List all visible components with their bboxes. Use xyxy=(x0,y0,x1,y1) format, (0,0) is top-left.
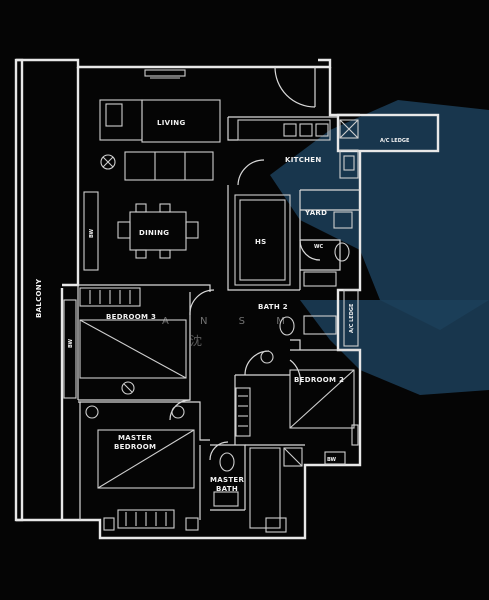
watermark-shape xyxy=(270,100,489,395)
label-bw-bedroom3: BW xyxy=(68,338,74,348)
label-hs: HS xyxy=(255,238,267,246)
label-bedroom2: BEDROOM 2 xyxy=(294,376,344,384)
label-bath2: BATH 2 xyxy=(258,303,288,311)
watermark: A N S M 沈 xyxy=(162,316,299,348)
label-bw-dining: BW xyxy=(89,228,95,238)
label-wc: WC xyxy=(314,244,324,250)
label-balcony: BALCONY xyxy=(35,278,43,318)
label-master-bedroom-2: BEDROOM xyxy=(114,443,156,451)
label-master-bath-2: BATH xyxy=(216,485,238,493)
label-master-bath-1: MASTER xyxy=(210,476,244,484)
watermark-letters: A N S M xyxy=(162,316,299,327)
label-kitchen: KITCHEN xyxy=(285,156,322,164)
label-dining: DINING xyxy=(139,229,169,237)
furniture xyxy=(63,69,359,533)
watermark-chinese: 沈 xyxy=(190,333,202,348)
label-living: LIVING xyxy=(157,119,186,127)
doors xyxy=(169,66,321,461)
label-bw-bedroom2: BW xyxy=(327,457,337,463)
label-ac-ledge-top: A/C LEDGE xyxy=(380,138,410,144)
label-bedroom3: BEDROOM 3 xyxy=(106,313,156,321)
label-ac-ledge-side: A/C LEDGE xyxy=(349,303,355,333)
label-master-bedroom-1: MASTER xyxy=(118,434,152,442)
label-yard: YARD xyxy=(304,209,327,217)
interior-walls xyxy=(77,116,360,520)
room-labels: LIVING DINING KITCHEN HS YARD WC BATH 2 … xyxy=(35,119,410,493)
